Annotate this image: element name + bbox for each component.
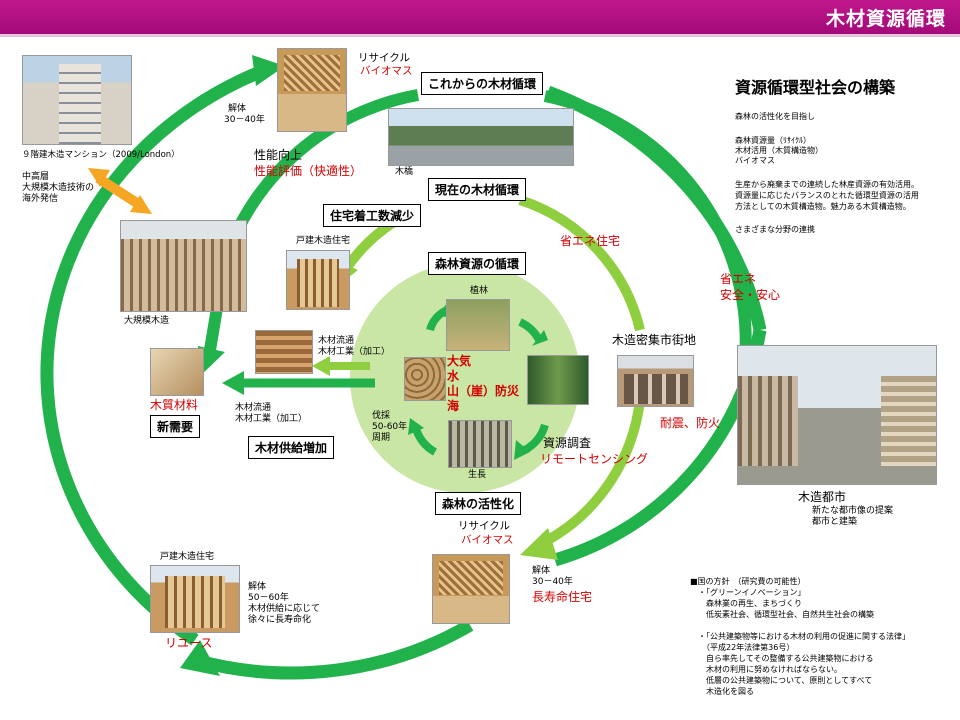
- policy-line-8: 木材の利用に努めなければならない。: [690, 665, 842, 674]
- policy-line-6: （平成22年法律第36号）: [690, 643, 795, 652]
- outer-cycle-arc-left: [40, 65, 263, 646]
- current-cycle-arc: [518, 195, 645, 332]
- label-disaster-3: 海: [447, 399, 460, 413]
- label-growth: 生長: [468, 470, 487, 480]
- label-wood-distribution: 木材流通: [318, 336, 355, 346]
- right-panel-title: 資源循環型社会の構築: [735, 78, 896, 97]
- header-bar: [0, 0, 960, 34]
- box-current-cycle: 現在の木材循環: [428, 178, 527, 201]
- label-biomass-top: バイオマス: [360, 65, 413, 77]
- photo-detached-house-top: [286, 250, 350, 310]
- label-wooden-city-sub-1: 都市と建築: [812, 517, 858, 527]
- label-remote: リモートセンシング: [540, 452, 649, 466]
- label-disaster-1: 水: [447, 369, 460, 383]
- photo-lumber: [255, 330, 313, 374]
- label-detached-house: 戸建木造住宅: [296, 236, 351, 246]
- box-future-cycle: これからの木材循環: [421, 72, 544, 95]
- label-recycle-top: リサイクル: [358, 52, 410, 64]
- policy-line-9: 低層の公共建築物について、原則としてすべて: [690, 676, 873, 685]
- label-reuse: リユース: [165, 636, 213, 650]
- policy-line-3: 低炭素社会、循環型社会、自然共生社会の構築: [690, 610, 874, 619]
- label-detached-house2: 戸建木造住宅: [160, 552, 215, 562]
- label-wood-processing: 木材工業（加工）: [318, 347, 391, 357]
- label-disaster-2: 山（崖）防災: [447, 384, 520, 398]
- policy-line-10: 木造化を図る: [690, 687, 754, 696]
- photo-wood-chips-bottom: [432, 554, 510, 624]
- label-wooden-city: 木造都市: [798, 490, 847, 504]
- policy-line-7: 自ら率先してその整備する公共建築物における: [690, 654, 874, 663]
- label-perf-eval: 性能評価（快適性）: [254, 164, 363, 178]
- label-dismantle-left-3: 徐々に長寿命化: [248, 615, 312, 625]
- label-energy-saving-house: 省エネ住宅: [560, 234, 621, 248]
- policy-line-2: 森林業の再生、まちづくり: [690, 599, 802, 608]
- label-mansion-caption: ９階建木造マンション（2009/London）: [22, 150, 180, 160]
- page-title: 木材資源循環: [825, 8, 946, 30]
- label-highrise-0: 中高層: [22, 172, 50, 182]
- label-highrise-1: 大規模木造技術の: [22, 183, 95, 193]
- outer-arrowhead-top: [252, 55, 285, 86]
- label-wood-distribution2: 木材流通: [235, 403, 272, 413]
- right-panel-line-3: 木材活用（木質構造物）: [735, 146, 823, 155]
- box-forest-activation: 森林の活性化: [435, 492, 522, 515]
- label-wooden-dense-area: 木造密集市街地: [612, 333, 697, 347]
- right-panel-line-4: バイオマス: [735, 156, 775, 165]
- photo-planting: [446, 299, 510, 351]
- label-recycle-bottom: リサイクル: [458, 520, 510, 532]
- photo-wooden-city: [737, 345, 937, 485]
- label-dismantle-bottom-years: 30－40年: [532, 577, 573, 587]
- label-logging-cycle: 周期: [372, 433, 391, 443]
- photo-dense-area: [617, 355, 694, 407]
- label-wooden-bridge: 木橋: [395, 167, 414, 177]
- photo-forest-right: [527, 355, 589, 405]
- photo-wooden-bridge: [388, 108, 574, 166]
- outer-cycle-arc-3: [193, 619, 474, 680]
- photo-london-mansion: [22, 55, 132, 145]
- policy-line-1: ・「グリーンイノベーション」: [690, 588, 806, 597]
- label-highrise-2: 海外発信: [22, 194, 59, 204]
- photo-logging: [404, 357, 446, 401]
- future-cycle-arc: [543, 90, 752, 361]
- right-panel-line-8: 方法としての木質構造物。魅力ある木質構造物。: [735, 202, 911, 211]
- right-panel-line-7: 資源量に応じたバランスのとれた循環型資源の活用: [735, 191, 919, 200]
- label-logging-years: 50-60年: [372, 422, 408, 432]
- label-dismantle-left-1: 50－60年: [248, 593, 289, 603]
- label-wooden-material: 木質材料: [150, 398, 199, 412]
- box-housing-decrease: 住宅着工数減少: [323, 204, 422, 227]
- right-panel-line-6: 生産から廃棄までの連続した林産資源の有効活用。: [735, 180, 919, 189]
- label-survey: 資源調査: [543, 436, 592, 450]
- right-panel-line-2: 森林資源量（ﾘｻｲｸﾙ）: [735, 136, 811, 145]
- label-dismantle-top: 解体: [228, 104, 247, 114]
- policy-line-0: ■国の方針 （研究費の可能性）: [690, 577, 806, 586]
- outer-arrowhead-bottom: [180, 640, 220, 676]
- photo-large-wood-building: [120, 220, 247, 312]
- label-logging: 伐採: [372, 411, 391, 421]
- label-safety: 安全・安心: [720, 288, 781, 302]
- label-energy-saving: 省エネ: [720, 272, 757, 286]
- label-large-wood: 大規模木造: [124, 316, 170, 326]
- photo-wood-chips-top: [277, 48, 347, 132]
- photo-detached-house-bottom: [150, 565, 240, 633]
- header-underline: [0, 34, 960, 37]
- box-supply-increase: 木材供給増加: [248, 436, 335, 459]
- photo-wood-material: [150, 348, 204, 396]
- label-long-life: 長寿命住宅: [532, 590, 593, 604]
- label-disaster-0: 大気: [447, 354, 472, 368]
- label-dismantle-left-0: 解体: [248, 582, 267, 592]
- label-wooden-city-sub-0: 新たな都市像の提案: [812, 506, 894, 516]
- label-dismantle-bottom: 解体: [532, 566, 551, 576]
- label-dismantle-left-2: 木材供給に応じて: [248, 604, 321, 614]
- label-biomass-bottom: バイオマス: [461, 534, 514, 546]
- right-panel-line-10: さまざまな分野の連携: [735, 225, 815, 234]
- label-perf-up: 性能向上: [254, 148, 303, 162]
- label-dismantle-top-years: 30－40年: [224, 115, 265, 125]
- box-new-demand: 新需要: [150, 415, 201, 438]
- photo-growth: [448, 420, 512, 468]
- box-forest-cycle: 森林資源の循環: [428, 252, 527, 275]
- label-wood-processing2: 木材工業（加工）: [235, 414, 308, 424]
- label-quake-fire: 耐震、防火: [660, 416, 721, 430]
- policy-line-5: ・「公共建築物等における木材の利用の促進に関する法律」: [690, 632, 910, 641]
- label-planting: 植林: [470, 286, 489, 296]
- right-panel-line-0: 森林の活性化を目指し: [735, 112, 815, 121]
